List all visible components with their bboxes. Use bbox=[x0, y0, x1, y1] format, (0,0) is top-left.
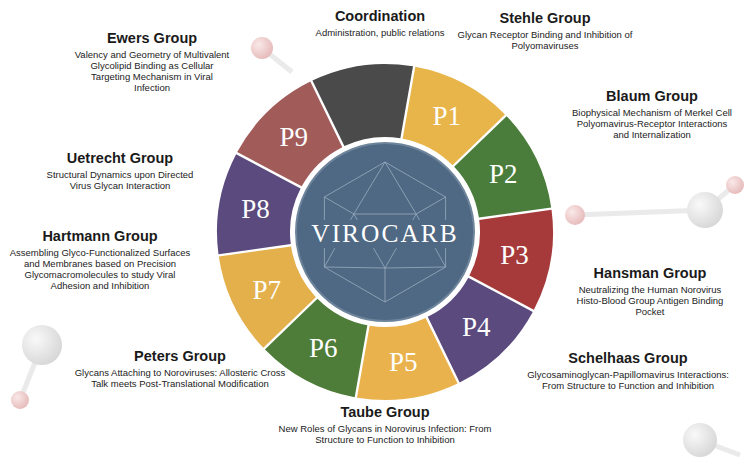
project-number: P3 bbox=[500, 241, 529, 268]
group-heading: Hansman Group bbox=[570, 265, 730, 282]
molecule-atom bbox=[22, 325, 62, 365]
label-slot: Schelhaas Group bbox=[518, 350, 738, 367]
group-description: Neutralizing the Human Norovirus Histo-B… bbox=[570, 284, 730, 317]
group-heading: Blaum Group bbox=[570, 88, 735, 105]
icosahedron-edge bbox=[324, 162, 385, 197]
group-description: New Roles of Glycans in Norovirus Infect… bbox=[275, 423, 495, 445]
label-slot: Glycosaminoglycan-Papillomavirus Interac… bbox=[518, 369, 738, 391]
group-heading: Peters Group bbox=[70, 348, 290, 365]
group-description: Administration, public relations bbox=[280, 27, 480, 38]
group-description: Biophysical Mechanism of Merkel Cell Pol… bbox=[570, 107, 735, 140]
label-slot: Neutralizing the Human Norovirus Histo-B… bbox=[570, 284, 730, 317]
hub-circle: VIROCARB bbox=[295, 142, 475, 322]
project-segment: P2 bbox=[451, 113, 554, 221]
group-heading: Ewers Group bbox=[72, 30, 232, 47]
icosahedron-edge bbox=[385, 162, 416, 214]
project-segment: P9 bbox=[234, 79, 346, 190]
project-number: P4 bbox=[462, 313, 491, 340]
hub-title: VIROCARB bbox=[306, 220, 463, 248]
project-segment: P5 bbox=[353, 315, 461, 402]
group-heading: Uetrecht Group bbox=[40, 150, 200, 167]
hub-disc bbox=[296, 143, 474, 321]
project-number: P9 bbox=[279, 124, 308, 151]
icosahedron-edge bbox=[354, 214, 416, 215]
label-slot: Assembling Glyco-Functionalized Surfaces… bbox=[8, 247, 193, 291]
label-slot: Coordination bbox=[280, 8, 480, 25]
icosahedron-edge bbox=[354, 162, 385, 214]
molecule-atom bbox=[11, 391, 29, 409]
segment-wedge bbox=[237, 82, 342, 187]
group-description: Glycans Attaching to Noroviruses: Allost… bbox=[70, 367, 290, 389]
label-slot: Valency and Geometry of Multivalent Glyc… bbox=[72, 49, 232, 93]
group-heading: Hartmann Group bbox=[8, 228, 193, 245]
label-slot: Blaum Group bbox=[570, 88, 735, 105]
icosahedron-edge bbox=[324, 267, 385, 302]
group-heading: Stehle Group bbox=[450, 10, 640, 27]
label-slot: Glycans Attaching to Noroviruses: Allost… bbox=[70, 367, 290, 389]
group-description: Glycosaminoglycan-Papillomavirus Interac… bbox=[518, 369, 738, 391]
label-slot: Structural Dynamics upon Directed Virus … bbox=[40, 169, 200, 191]
molecule-atom bbox=[687, 192, 723, 228]
group-heading: Schelhaas Group bbox=[518, 350, 738, 367]
label-slot: New Roles of Glycans in Norovirus Infect… bbox=[275, 423, 495, 445]
label-slot: Taube Group bbox=[275, 404, 495, 421]
icosahedron-edge bbox=[324, 267, 385, 268]
label-slot: Glycan Receptor Binding and Inhibition o… bbox=[450, 29, 640, 51]
segment-wedge bbox=[357, 318, 458, 400]
label-slot: Biophysical Mechanism of Merkel Cell Pol… bbox=[570, 107, 735, 140]
label-slot: Uetrecht Group bbox=[40, 150, 200, 167]
group-heading: Coordination bbox=[280, 8, 480, 25]
group-description: Valency and Geometry of Multivalent Glyc… bbox=[72, 49, 232, 93]
icosahedron-edge bbox=[324, 197, 353, 214]
project-number: P7 bbox=[253, 276, 282, 303]
segment-wedge bbox=[454, 116, 551, 217]
label-slot: Hartmann Group bbox=[8, 228, 193, 245]
molecule-atom bbox=[251, 37, 273, 59]
project-segment: P7 bbox=[216, 243, 319, 351]
label-slot: Peters Group bbox=[70, 348, 290, 365]
icosahedron-edge bbox=[385, 268, 386, 302]
project-number: P5 bbox=[389, 349, 418, 376]
label-slot: Hansman Group bbox=[570, 265, 730, 282]
label-slot: Stehle Group bbox=[450, 10, 640, 27]
icosahedron-edge bbox=[385, 267, 446, 268]
group-description: Glycan Receptor Binding and Inhibition o… bbox=[450, 29, 640, 51]
molecule-atom bbox=[726, 176, 744, 194]
group-description: Assembling Glyco-Functionalized Surfaces… bbox=[8, 247, 193, 291]
icosahedron-edge bbox=[385, 267, 446, 302]
molecule-atom bbox=[565, 205, 585, 225]
label-slot: Ewers Group bbox=[72, 30, 232, 47]
project-number: P6 bbox=[309, 335, 338, 362]
label-slot: Administration, public relations bbox=[280, 27, 480, 38]
icosahedron-edge bbox=[385, 162, 446, 197]
project-number: P2 bbox=[489, 161, 518, 188]
icosahedron-edge bbox=[416, 197, 445, 214]
group-description: Structural Dynamics upon Directed Virus … bbox=[40, 169, 200, 191]
segment-wedge bbox=[219, 246, 316, 347]
project-number: P8 bbox=[241, 196, 270, 223]
project-number: P1 bbox=[432, 102, 461, 129]
group-heading: Taube Group bbox=[275, 404, 495, 421]
molecule-bond bbox=[575, 210, 705, 215]
molecule-atom bbox=[683, 423, 717, 457]
